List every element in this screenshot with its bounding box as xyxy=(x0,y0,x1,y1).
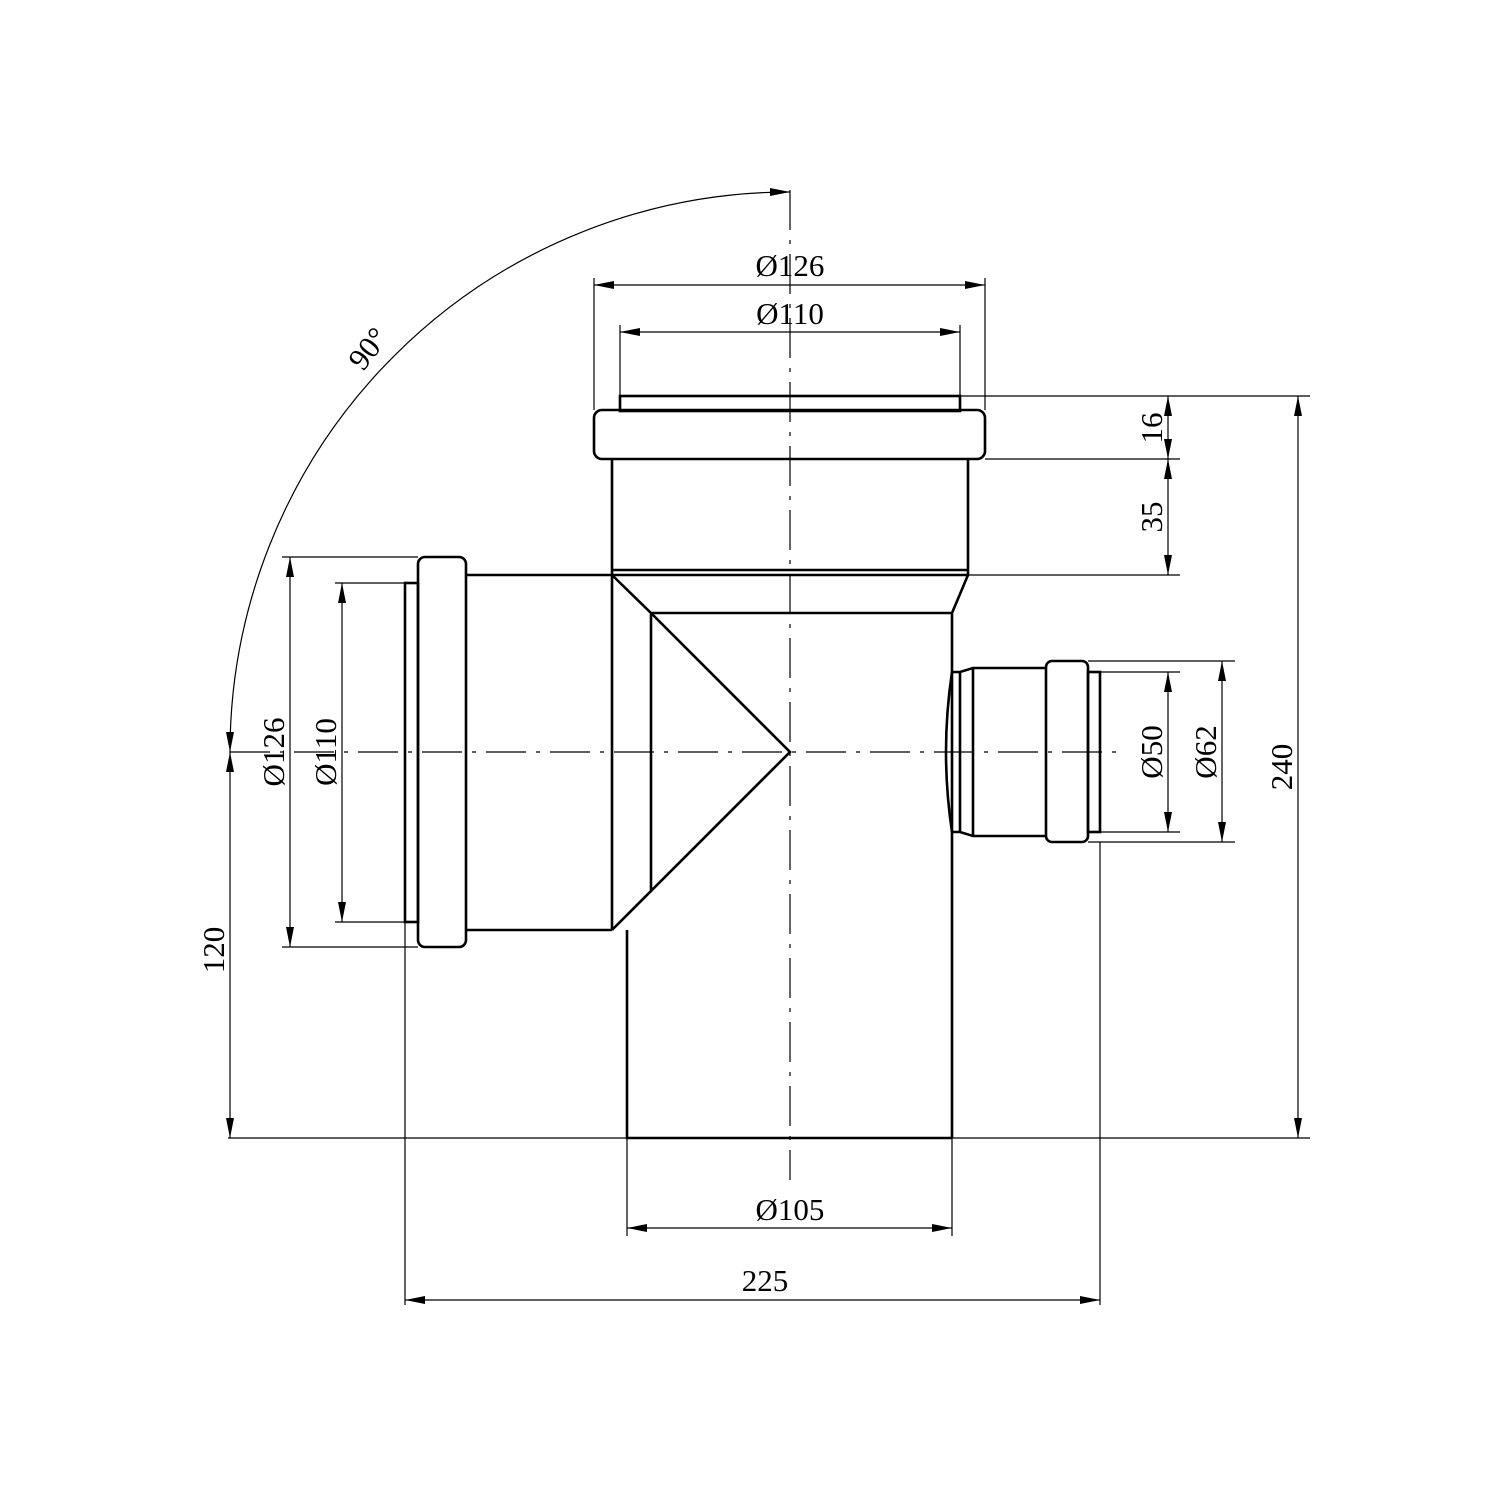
top-outer-diameter-label: Ø126 xyxy=(756,248,825,283)
total-width-label: 225 xyxy=(742,1263,789,1298)
left-inner-diameter-label: Ø110 xyxy=(308,718,343,786)
bottom-diameter-label: Ø105 xyxy=(756,1192,825,1227)
tee-body xyxy=(403,394,1102,1140)
side-inner-diameter-label: Ø50 xyxy=(1134,725,1169,778)
socket-depth-label: 35 xyxy=(1134,502,1169,533)
dimension-lines xyxy=(226,188,1302,1304)
angle-arc xyxy=(226,188,791,753)
extension-lines xyxy=(228,278,1310,1305)
left-outer-diameter-label: Ø126 xyxy=(256,718,291,787)
centerlines xyxy=(230,190,1120,1180)
angle-label: 90° xyxy=(341,321,395,377)
top-inner-diameter-label: Ø110 xyxy=(756,296,824,331)
dimension-labels: 90° Ø126 Ø110 16 35 240 Ø50 Ø62 Ø126 Ø11… xyxy=(196,248,1299,1298)
side-nozzle-lip xyxy=(1086,670,1102,834)
total-height-label: 240 xyxy=(1264,744,1299,791)
side-nozzle-body xyxy=(944,666,1047,838)
socket-ring-height-label: 16 xyxy=(1134,413,1169,444)
side-outer-diameter-label: Ø62 xyxy=(1188,725,1223,778)
branch-height-label: 120 xyxy=(196,927,231,974)
